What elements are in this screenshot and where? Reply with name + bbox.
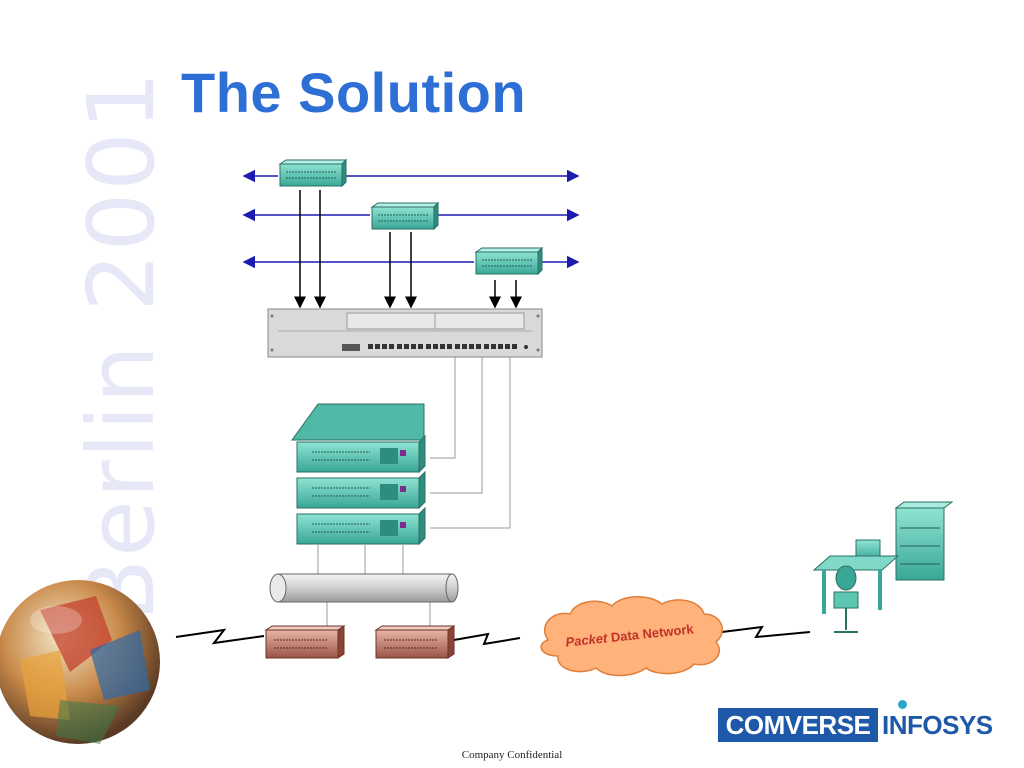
server-connectors [430,357,511,529]
lightning-link-icon [721,625,811,639]
modem-icon [374,625,456,659]
lightning-link-icon [175,628,265,645]
logo-comverse: COMVERSE [718,708,878,742]
lightning-link-icon [453,632,521,646]
modem-icon [264,625,346,659]
cloud-label-italic: Packet [565,630,609,649]
router-icon [278,158,348,188]
router-icon [474,246,544,276]
logo-infosys: INFOSYS [882,710,993,740]
down-arrows [294,190,522,309]
footer-text: Company Confidential [461,749,563,761]
globe-icon [0,580,160,744]
logo-dot-icon [898,700,907,709]
company-logo: COMVERSE INFOSYS [716,700,1002,746]
bus-cylinder-icon [269,573,459,603]
workstation-icon [812,501,954,633]
server-stack-icon [291,403,426,546]
router-icon [370,201,440,231]
slide-title: The Solution [181,61,527,124]
switch-icon [267,308,543,358]
cloud-icon: Packet Data Network [540,596,723,677]
